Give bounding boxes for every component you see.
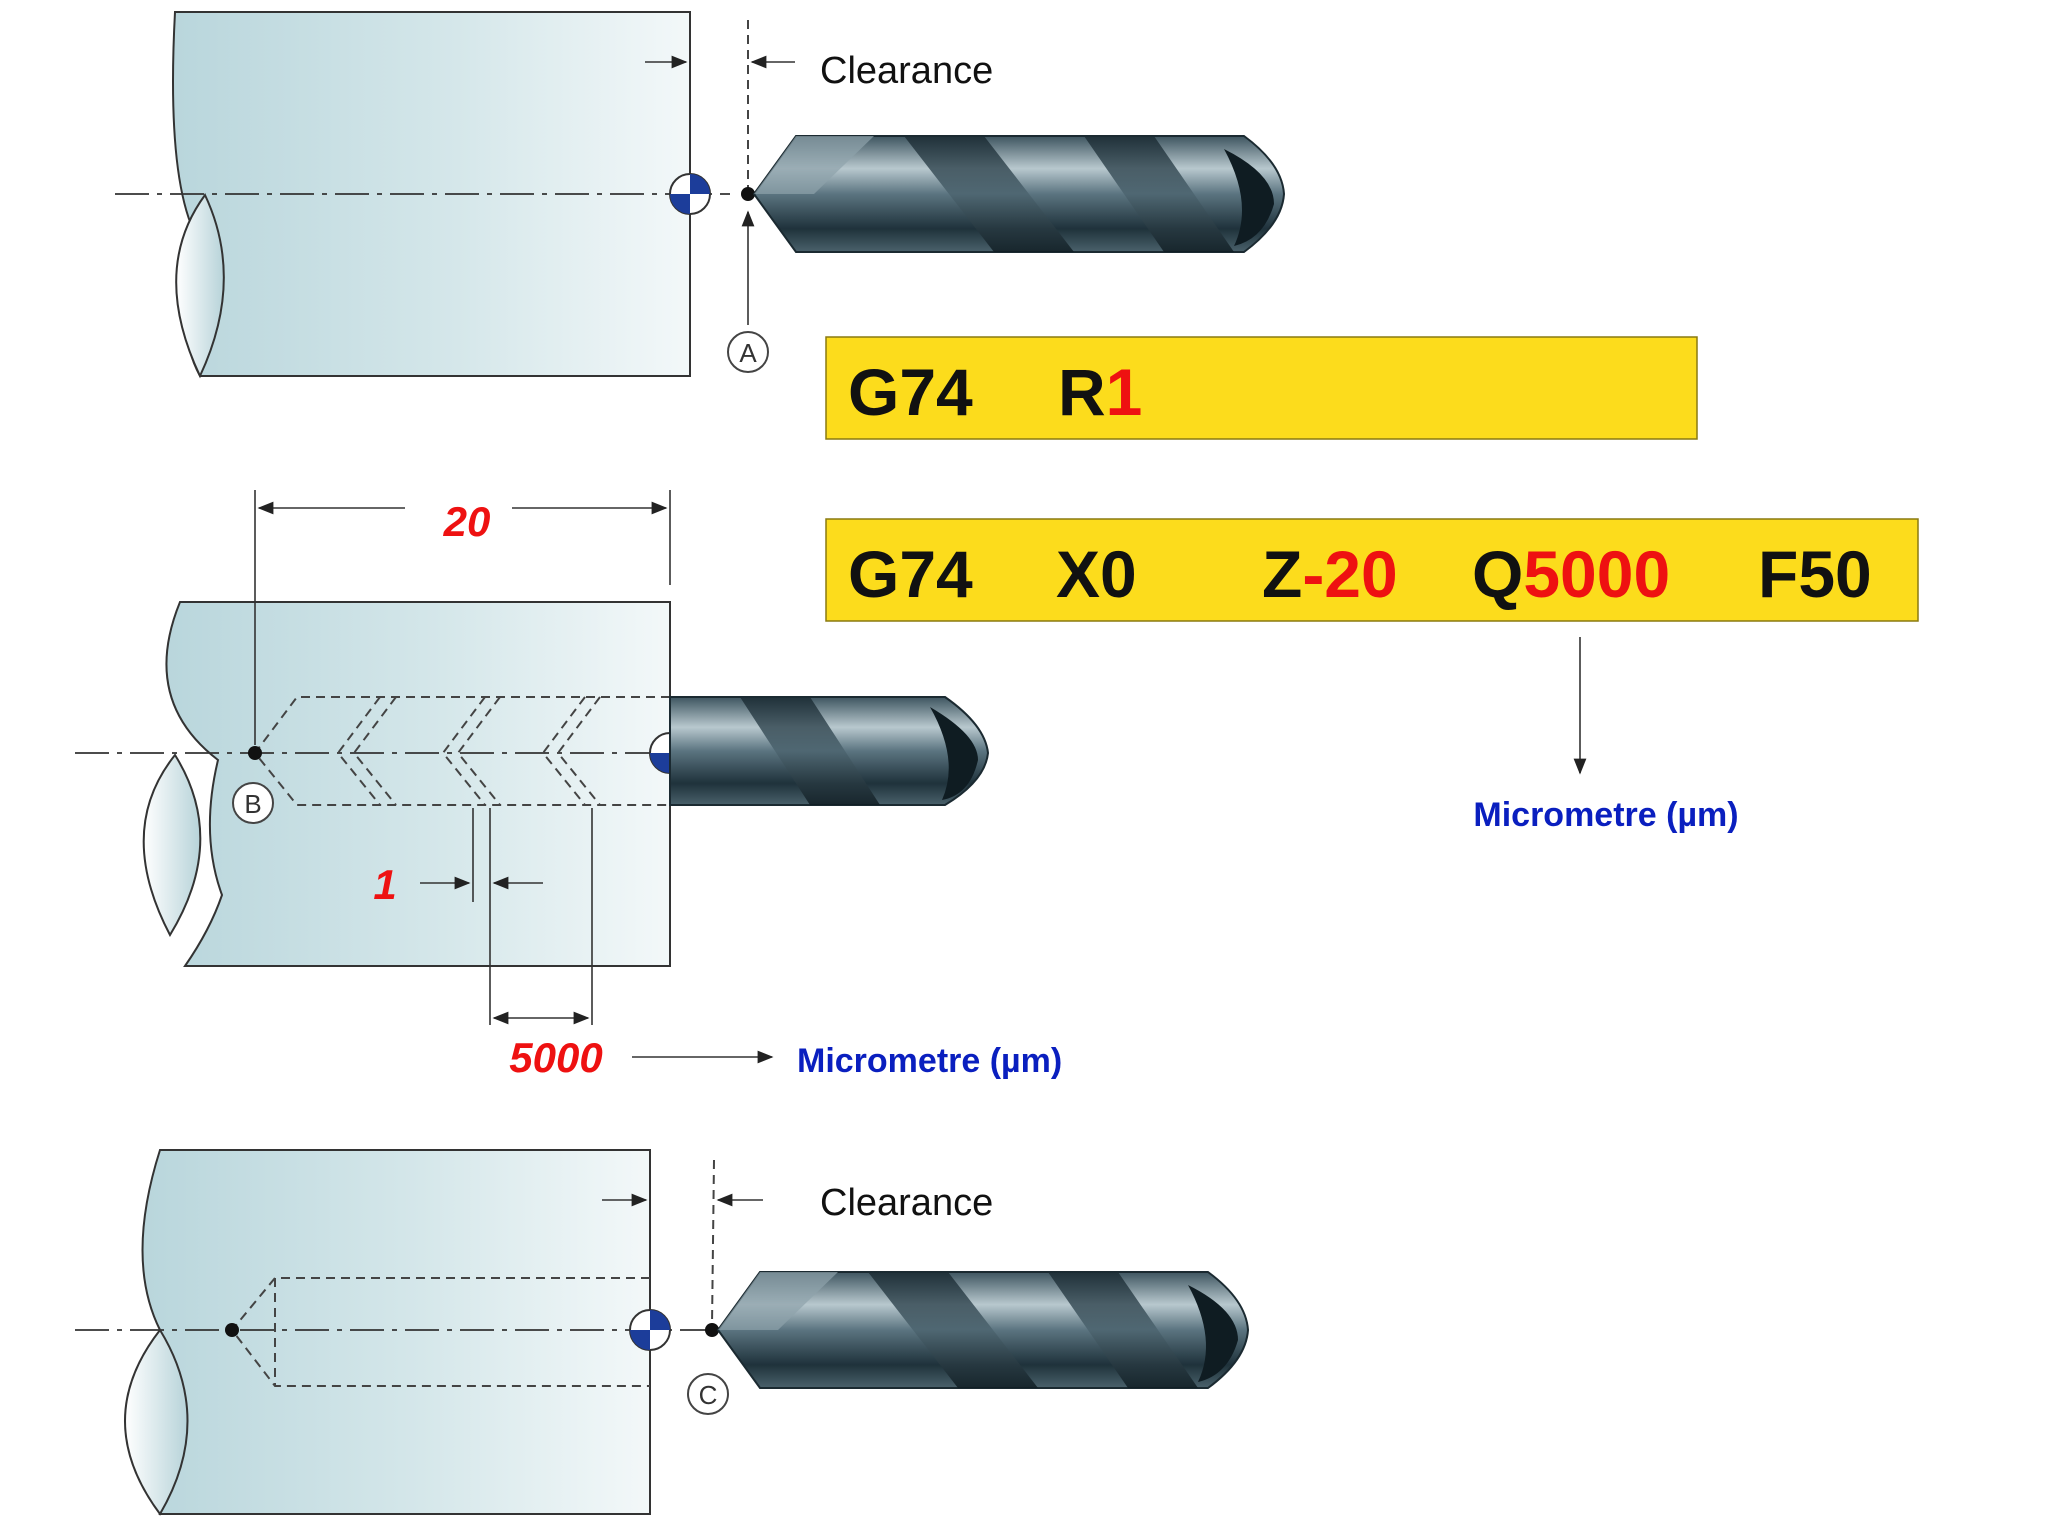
peck-chevron-1b xyxy=(352,696,397,806)
q-value: 5000 xyxy=(1523,537,1670,611)
point-a-marker xyxy=(727,331,769,373)
point-a-label: A xyxy=(739,338,757,368)
gcode-box-2 xyxy=(825,518,1919,622)
workpiece-zero-icon-bottom xyxy=(629,1309,671,1351)
q-unit-label: Micrometre (µm) xyxy=(1473,796,1738,834)
retract-word: R1 xyxy=(1058,355,1142,429)
drill-bit-bottom xyxy=(717,1271,1249,1389)
point-c-label: C xyxy=(699,1380,718,1410)
point-b-label: B xyxy=(244,789,261,819)
peck-chevron-3 xyxy=(541,696,586,806)
x-word: X0 xyxy=(1056,537,1137,611)
retract-dimension-label: 1 xyxy=(373,861,396,908)
workpiece-top-end xyxy=(175,193,225,379)
depth-dimension-label: 20 xyxy=(443,498,491,545)
start-point-dot xyxy=(741,187,755,201)
workpiece-bottom-end xyxy=(124,1328,189,1516)
drill-bit-middle xyxy=(669,696,990,806)
g74-code-2: G74 xyxy=(848,537,973,611)
peck-chevron-2 xyxy=(441,696,486,806)
point-c-marker xyxy=(687,1373,729,1415)
panel-start-position: Clearance A xyxy=(115,11,1285,379)
workpiece-bottom xyxy=(141,1149,651,1515)
clearance-label-bottom: Clearance xyxy=(820,1182,993,1224)
workpiece-middle-end xyxy=(142,753,202,938)
point-b-marker xyxy=(232,782,274,824)
hole-bottom-dot-final xyxy=(225,1323,239,1337)
z-word: Z-20 xyxy=(1262,537,1398,611)
peck-unit-label: Micrometre (µm) xyxy=(797,1042,1062,1080)
peck-chevron-1 xyxy=(336,696,381,806)
z-value: -20 xyxy=(1302,537,1397,611)
retract-value: 1 xyxy=(1106,355,1143,429)
workpiece-zero-icon xyxy=(669,173,711,215)
q-word: Q5000 xyxy=(1472,537,1670,611)
g74-code-1: G74 xyxy=(848,355,973,429)
panel-final-retract: Clearance C xyxy=(75,1149,1249,1516)
gcode-line-2: G74 X0 Z-20 Q5000 F50 xyxy=(825,518,1919,622)
gcode-box-1 xyxy=(825,336,1698,440)
panel-peck-drilling: B 20 1 5000 Micrometre (µm) xyxy=(75,490,1062,1081)
end-point-dot xyxy=(705,1323,719,1337)
peck-dimension-label: 5000 xyxy=(509,1034,602,1081)
drill-bit-top xyxy=(753,135,1285,253)
peck-chevron-2b xyxy=(456,696,501,806)
clearance-plane-bottom xyxy=(711,1159,715,1326)
clearance-label-top: Clearance xyxy=(820,50,993,92)
gcode-line-1: G74 R1 xyxy=(825,336,1698,440)
workpiece-middle xyxy=(165,601,671,967)
f-word: F50 xyxy=(1758,537,1872,611)
hole-bottom-dot xyxy=(248,746,262,760)
peck-chevron-3b xyxy=(556,696,601,806)
